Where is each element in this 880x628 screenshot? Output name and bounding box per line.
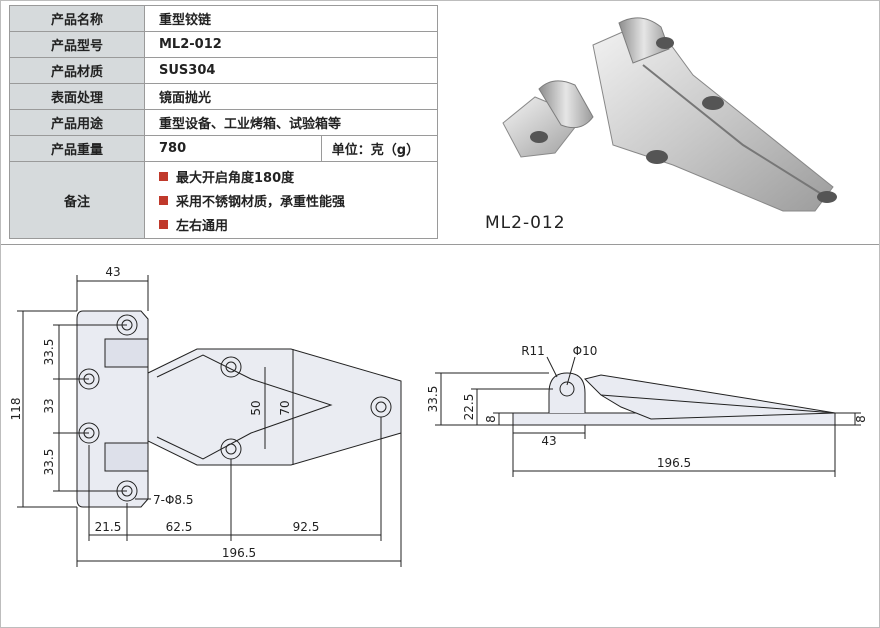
spec-label: 产品重量	[9, 135, 145, 162]
dim-inner-50: 50	[249, 400, 263, 415]
dim-inner-70: 70	[278, 400, 292, 415]
spec-value: ML2-012	[144, 31, 438, 58]
divider	[1, 244, 879, 245]
spec-label: 表面处理	[9, 83, 145, 110]
spec-row: 产品材质 SUS304	[9, 57, 438, 84]
spec-row: 表面处理 镜面抛光	[9, 83, 438, 110]
spec-value: 重型铰链	[144, 5, 438, 32]
spec-row: 产品用途 重型设备、工业烤箱、试验箱等	[9, 109, 438, 136]
list-item: 最大开启角度180度	[159, 164, 437, 188]
dim-side-base-width: 43	[541, 434, 556, 448]
dim-radius: R11	[521, 344, 545, 358]
spec-row: 产品名称 重型铰链	[9, 5, 438, 32]
dim-v1: 33.5	[42, 339, 56, 366]
bullet-square-icon	[159, 219, 168, 229]
dim-side-h-mid: 22.5	[462, 394, 476, 421]
dim-v2: 33	[42, 398, 56, 413]
dim-side-total-width: 196.5	[657, 456, 691, 470]
dim-total-width: 196.5	[222, 546, 256, 560]
technical-drawing: 43 118 33.5 33 33.5 50 70 7-Φ8.5 21.5 62…	[9, 265, 868, 567]
spec-table: 产品名称 重型铰链 产品型号 ML2-012 产品材质 SUS304 表面处理 …	[9, 5, 439, 239]
spec-row: 备注 最大开启角度180度 采用不锈钢材质，承重性能强 左右通用	[9, 161, 438, 239]
product-photo	[502, 17, 837, 212]
spec-label: 产品名称	[9, 5, 145, 32]
spec-value: 重型设备、工业烤箱、试验箱等	[144, 109, 438, 136]
bullet-square-icon	[159, 171, 168, 181]
bullet-square-icon	[159, 195, 168, 205]
dim-side-h-total: 33.5	[426, 386, 440, 413]
weight-unit: 单位：克（g）	[320, 135, 439, 162]
list-item: 采用不锈钢材质，承重性能强	[159, 188, 437, 212]
dim-b3: 92.5	[293, 520, 320, 534]
dim-v3: 33.5	[42, 449, 56, 476]
spec-label: 产品用途	[9, 109, 145, 136]
dim-top-width: 43	[105, 265, 120, 279]
remarks-label: 备注	[9, 161, 145, 239]
dim-side-h-right: 8	[854, 415, 868, 423]
dim-b2: 62.5	[166, 520, 193, 534]
spec-label: 产品型号	[9, 31, 145, 58]
dim-b1: 21.5	[95, 520, 122, 534]
product-model-caption: ML2-012	[485, 213, 566, 233]
list-item: 左右通用	[159, 212, 437, 236]
remarks-list: 最大开启角度180度 采用不锈钢材质，承重性能强 左右通用	[144, 161, 438, 239]
front-view	[17, 275, 402, 567]
spec-value: 镜面抛光	[144, 83, 438, 110]
spec-row: 产品型号 ML2-012	[9, 31, 438, 58]
spec-label: 产品材质	[9, 57, 145, 84]
side-view	[435, 356, 861, 477]
weight-value: 780	[144, 135, 322, 162]
dim-diameter: Φ10	[573, 344, 598, 358]
spec-value: SUS304	[144, 57, 438, 84]
spec-row: 产品重量 780 单位：克（g）	[9, 135, 439, 162]
dim-side-h-base: 8	[484, 415, 498, 423]
dim-holes: 7-Φ8.5	[153, 493, 194, 507]
dim-height-total: 118	[9, 398, 23, 421]
